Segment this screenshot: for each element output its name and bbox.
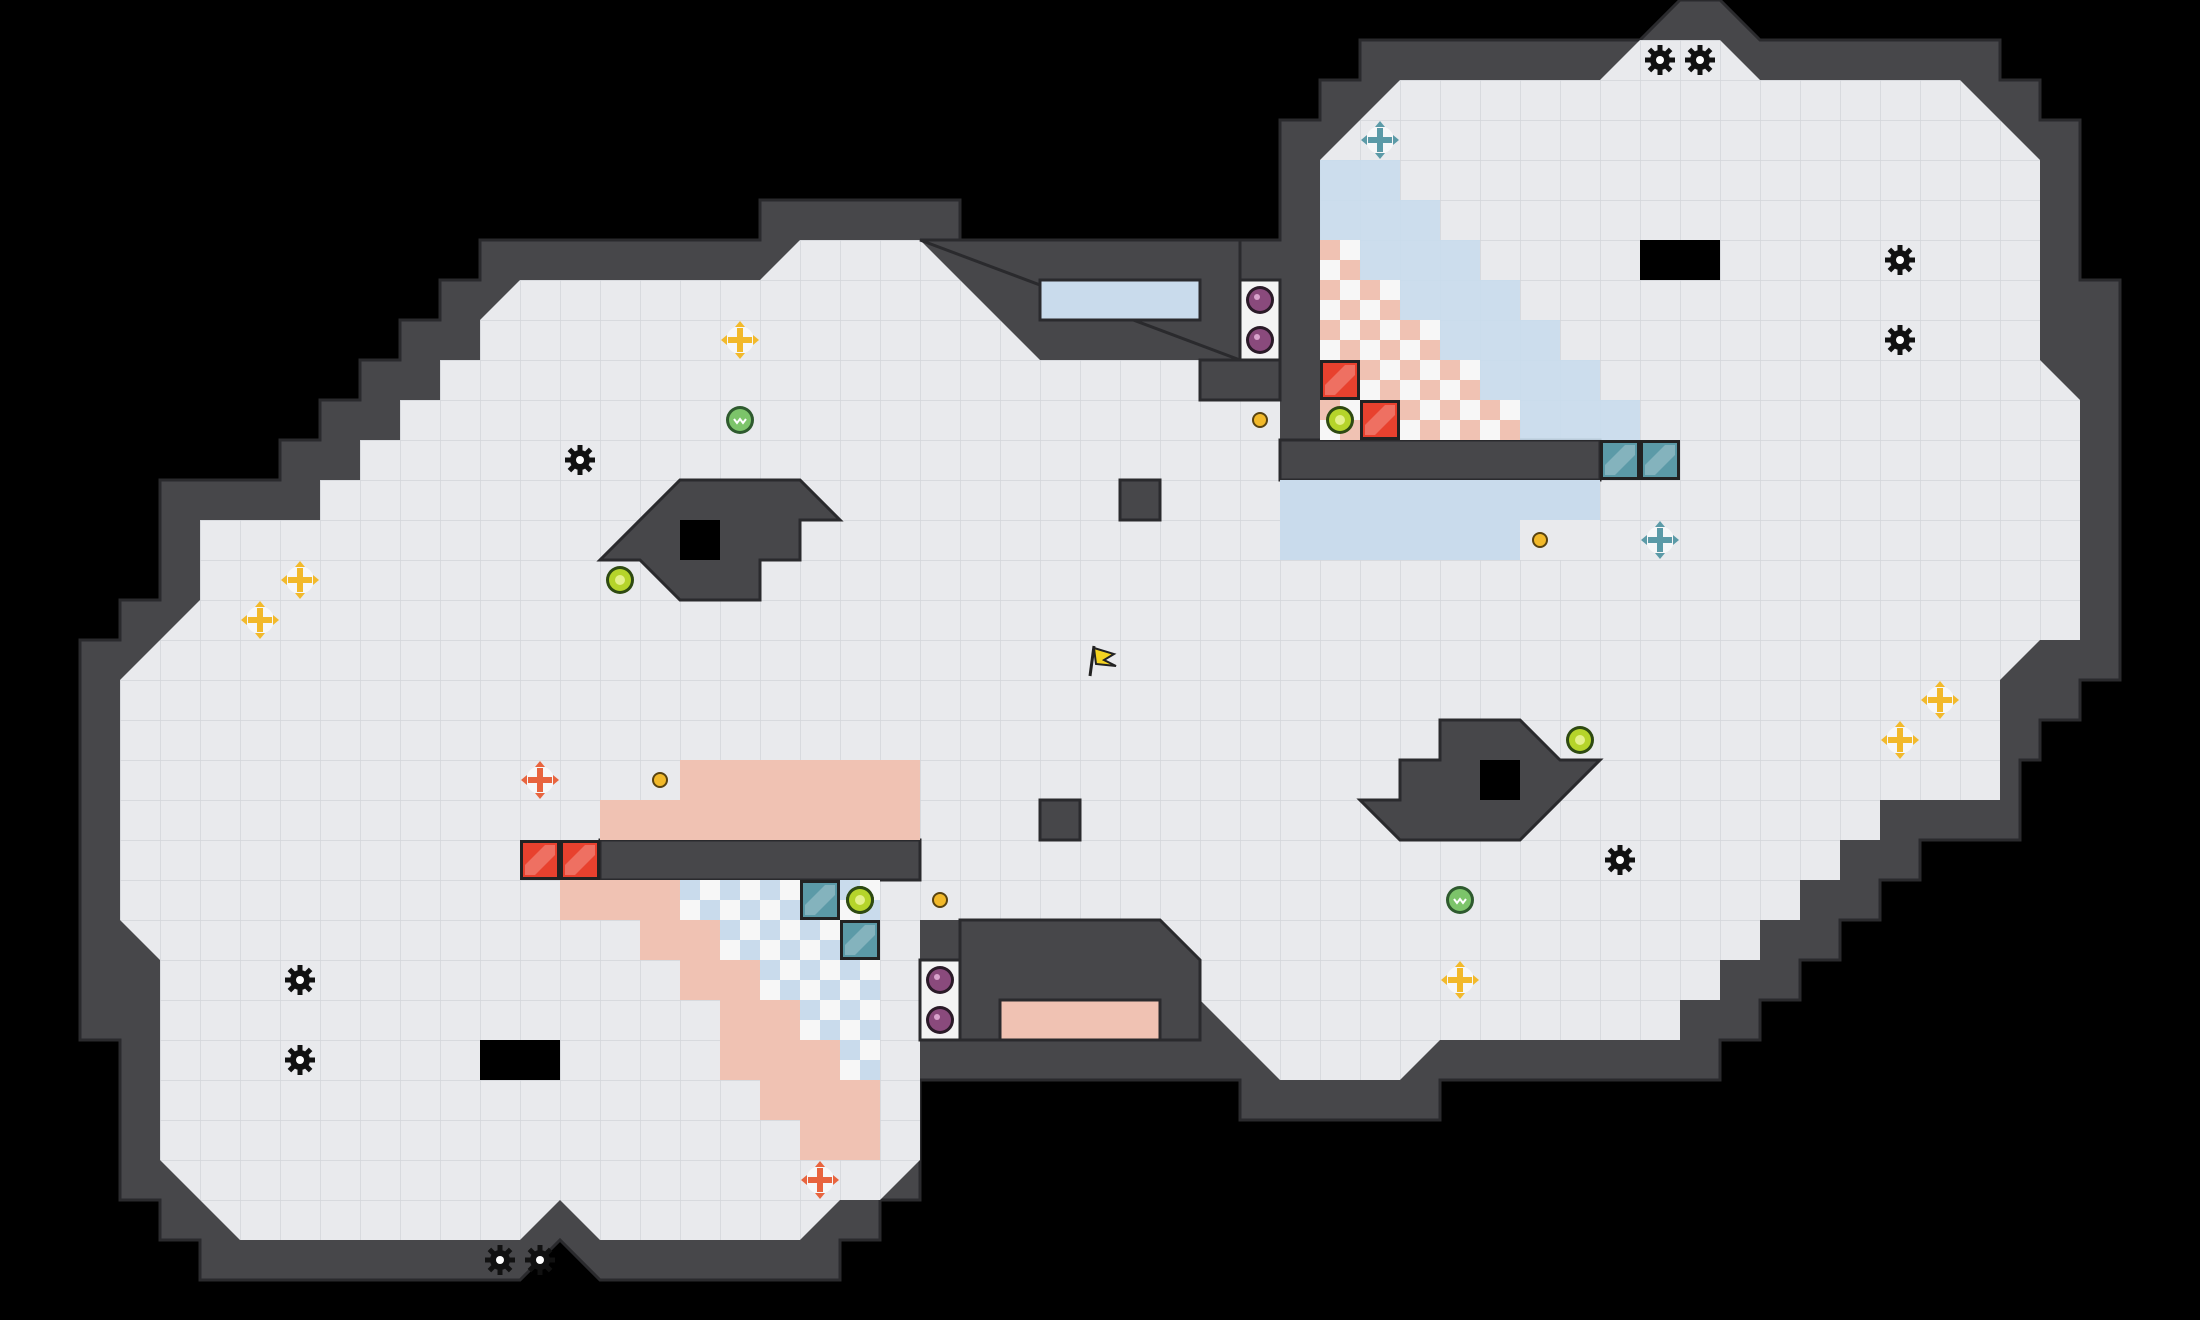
inner-walls — [596, 238, 1604, 1042]
spike-icon — [1685, 45, 1715, 75]
bomb-icon — [926, 966, 954, 994]
boost-icon — [1921, 681, 1959, 719]
team-tile — [800, 880, 840, 920]
team-tile — [840, 920, 880, 960]
spike-icon — [285, 965, 315, 995]
bomb-icon — [1246, 326, 1274, 354]
powerup-icon — [1326, 406, 1354, 434]
boost-icon — [281, 561, 319, 599]
bomb-icon — [1246, 286, 1274, 314]
spike-icon — [1605, 845, 1635, 875]
red-zone — [560, 760, 1162, 1160]
boost-icon — [721, 321, 759, 359]
team-tile — [560, 840, 600, 880]
juke-powerup-icon — [726, 406, 754, 434]
powerup-icon — [606, 566, 634, 594]
boost-icon — [1641, 521, 1679, 559]
spike-icon — [485, 1245, 515, 1275]
floor-area — [120, 40, 2080, 1240]
spike-icon — [285, 1045, 315, 1075]
spike-icon — [1885, 245, 1915, 275]
spike-icon — [565, 445, 595, 475]
boost-dot-icon — [1252, 412, 1268, 428]
void-tiles — [480, 240, 1720, 1080]
powerup-icon — [1566, 726, 1594, 754]
team-tile — [1640, 440, 1680, 480]
team-tile — [1600, 440, 1640, 480]
spike-icon — [525, 1245, 555, 1275]
boost-icon — [521, 761, 559, 799]
boost-dot-icon — [1532, 532, 1548, 548]
boost-icon — [1361, 121, 1399, 159]
boost-icon — [801, 1161, 839, 1199]
spike-icon — [1885, 325, 1915, 355]
team-tile — [1320, 360, 1360, 400]
flag-icon — [1088, 645, 1117, 677]
blue-zone — [1038, 160, 1640, 560]
boost-dot-icon — [652, 772, 668, 788]
boost-icon — [241, 601, 279, 639]
team-tile — [1360, 400, 1400, 440]
boost-icon — [1441, 961, 1479, 999]
bomb-icon — [926, 1006, 954, 1034]
powerup-icon — [846, 886, 874, 914]
juke-powerup-icon — [1446, 886, 1474, 914]
boost-dot-icon — [932, 892, 948, 908]
boost-icon — [1881, 721, 1919, 759]
team-tile — [520, 840, 560, 880]
spike-icon — [1645, 45, 1675, 75]
